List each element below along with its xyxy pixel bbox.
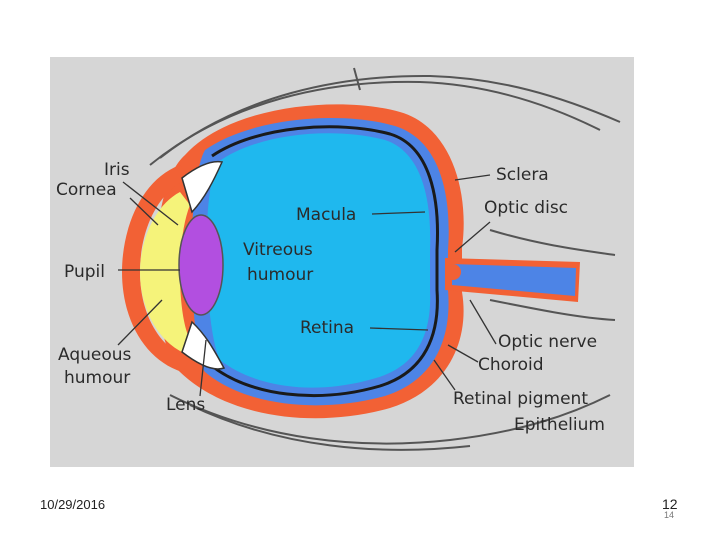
label-optic-nerve: Optic nerve xyxy=(498,332,597,352)
label-vitreous-2: humour xyxy=(247,265,313,285)
label-rpe-1: Retinal pigment xyxy=(453,389,588,409)
label-vitreous-1: Vitreous xyxy=(243,240,313,260)
label-choroid: Choroid xyxy=(478,355,544,375)
label-aqueous-1: Aqueous xyxy=(58,345,132,365)
vitreous-humour-area xyxy=(206,133,431,388)
label-lens: Lens xyxy=(166,395,205,415)
optic-disc-marker xyxy=(445,264,461,280)
label-pupil: Pupil xyxy=(64,262,105,282)
eyelid-lines xyxy=(149,67,621,451)
label-optic-disc: Optic disc xyxy=(484,198,568,218)
footer-date: 10/29/2016 xyxy=(40,497,106,512)
label-rpe-2: Epithelium xyxy=(514,415,605,435)
lens-shape xyxy=(178,214,224,316)
cornea-layer xyxy=(122,165,190,372)
eye-anatomy-diagram: Iris Cornea Pupil Aqueous humour Lens Ma… xyxy=(50,57,634,467)
aqueous-humour-area xyxy=(140,192,190,352)
iris-ciliary-body xyxy=(181,160,226,370)
label-aqueous-2: humour xyxy=(64,368,130,388)
optic-nerve-core xyxy=(452,264,576,296)
footer-page-number: 14 xyxy=(664,510,675,520)
label-cornea: Cornea xyxy=(56,180,117,200)
retinal-pigment-layer xyxy=(211,125,439,398)
label-retina: Retina xyxy=(300,318,354,338)
label-iris: Iris xyxy=(104,160,130,180)
label-macula: Macula xyxy=(296,205,356,225)
leader-lines xyxy=(117,174,497,397)
label-sclera: Sclera xyxy=(496,165,549,185)
footer-slide-number: 12 xyxy=(662,496,678,512)
